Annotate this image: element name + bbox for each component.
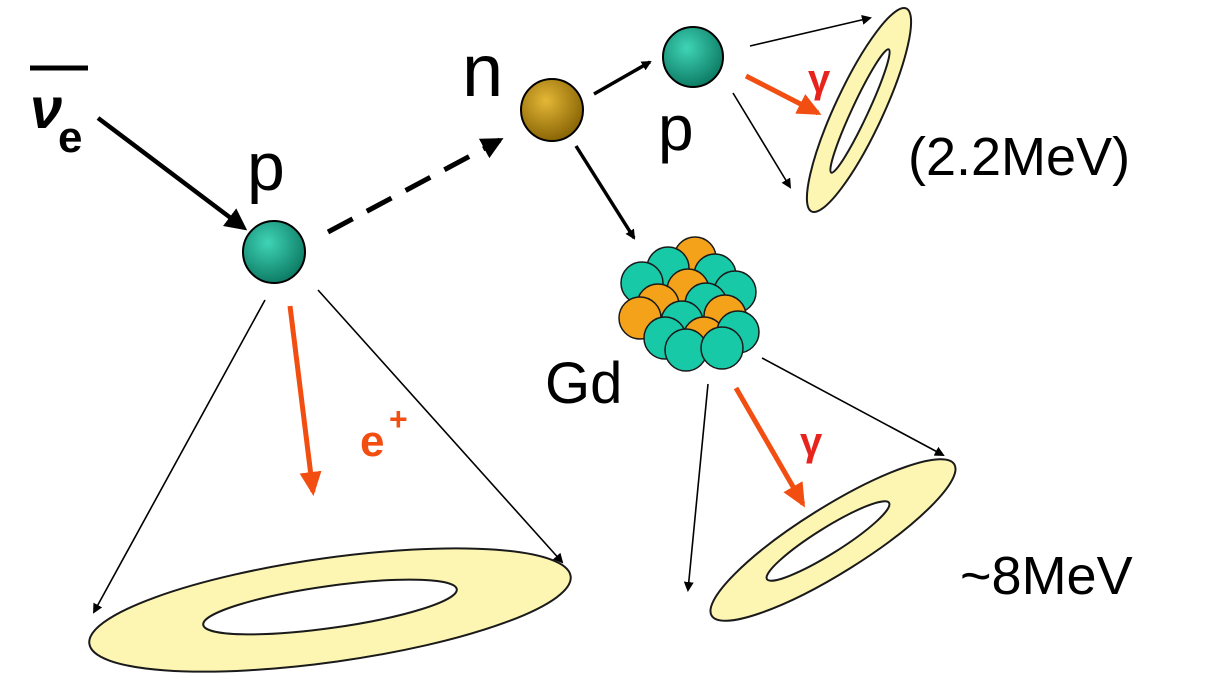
h-capture-cone-bottom-arrow [732,92,792,189]
gd-gamma-label: γ [800,420,823,464]
antineutrino-subscript: e [58,113,82,162]
antineutrino-symbol: ν [30,76,62,141]
gd-label: Gd [545,351,622,416]
gd-cone-left-arrow [683,383,709,592]
h-capture-energy-label: (2.2MeV) [908,127,1130,187]
gd-energy-label: ~8MeV [960,546,1133,606]
incoming-antineutrino-arrow [96,116,248,231]
positron-arrow [287,305,322,496]
gd-gamma-arrow [733,386,806,508]
neutron-particle [520,78,584,142]
neutron-to-gd-arrow [574,145,636,240]
capture-proton-label: p [658,92,694,164]
capture-proton-particle [662,26,724,88]
gd-nucleon-teal [700,326,744,370]
h-capture-cone-top-arrow [749,14,872,47]
proton-label: p [247,129,285,205]
positron-cone-right-arrow [317,289,564,564]
gd-nucleus [618,236,760,372]
positron-cone-left-arrow [93,299,266,614]
hydrogen-capture-ring [805,6,913,214]
neutron-to-proton-arrow [593,60,652,96]
positron-ring-inner [202,578,458,636]
gd-cone-right-arrow [761,357,945,456]
positron-label: e [360,417,384,466]
positron-charge: + [389,401,408,437]
positron-ring [88,547,572,673]
gd-capture-ring [709,458,957,622]
hydrogen-capture-ring-inner [829,48,891,174]
proton-particle [242,220,306,284]
gd-capture-ring-inner [765,500,891,582]
h-capture-gamma-label: γ [808,57,831,101]
h-capture-gamma-arrow [744,73,822,116]
neutron-label: n [462,29,503,112]
antineutrino-label: ν e [30,65,88,162]
neutron-path-dashed-arrow [326,137,504,235]
